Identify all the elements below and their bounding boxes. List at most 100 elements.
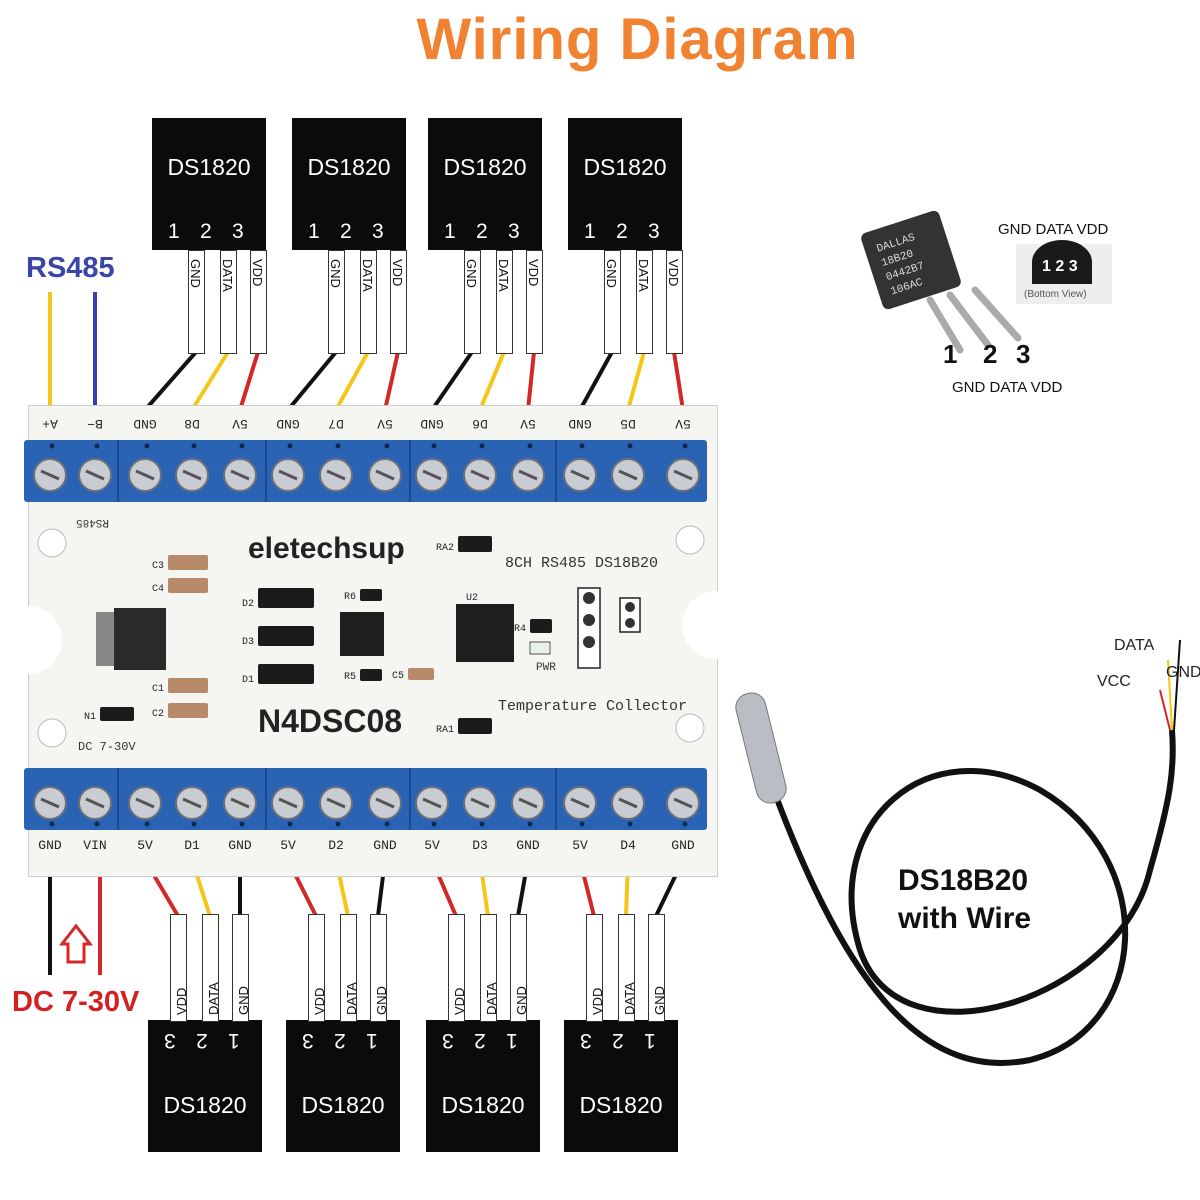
- screw-slot-bottom-13: [673, 797, 693, 809]
- to92-pin-1: 1: [943, 339, 958, 369]
- sensor-pin-number: 3: [232, 220, 244, 243]
- bottom-terminal-label-8: 5V: [424, 838, 440, 853]
- sensor-pin-number: 1: [644, 1029, 656, 1052]
- terminal-hole-bottom-4: [239, 821, 245, 827]
- to92-pin-2: 2: [983, 339, 998, 369]
- diagram-title: Wiring Diagram: [416, 7, 859, 72]
- screw-slot-top-11: [570, 469, 590, 481]
- bottom-terminal-label-4: GND: [228, 838, 252, 853]
- bottom-terminal-label-3: D1: [184, 838, 200, 853]
- lead-label: GND: [652, 986, 667, 1015]
- component-r5: [360, 669, 382, 681]
- lead-label: DATA: [622, 982, 637, 1015]
- top-lead-2-2: VDD: [526, 250, 543, 354]
- terminal-hole-bottom-5: [287, 821, 293, 827]
- top-wire-1-1: [334, 351, 370, 411]
- top-lead-0-2: VDD: [250, 250, 267, 354]
- terminal-hole-bottom-1: [94, 821, 100, 827]
- component-n1: [100, 707, 134, 721]
- top-wire-2-1: [478, 351, 506, 411]
- board-notch-left: [0, 606, 62, 674]
- lead-label: GND: [236, 986, 251, 1015]
- sensor-pin-number: 3: [372, 220, 384, 243]
- pin-header-m0: [577, 587, 601, 669]
- top-wire-1-0: [286, 350, 338, 412]
- top-lead-1-0: GND: [328, 250, 345, 354]
- sensor-pin-number: 1: [366, 1029, 378, 1052]
- screw-slot-top-1: [85, 469, 105, 481]
- bottom-lead-2-1: DATA: [480, 914, 499, 1022]
- component-c2: [168, 703, 208, 718]
- lead-label: DATA: [344, 982, 359, 1015]
- terminal-hole-top-10: [527, 443, 533, 449]
- mounting-hole-br: [675, 713, 705, 743]
- lead-label: GND: [514, 986, 529, 1015]
- screw-slot-top-3: [182, 469, 202, 481]
- terminal-hole-top-9: [479, 443, 485, 449]
- probe-label: DS18B20 with Wire: [898, 862, 1031, 938]
- component-c5: [408, 668, 434, 680]
- bottom-terminal-label-7: GND: [373, 838, 397, 853]
- lead-label: VDD: [590, 987, 605, 1015]
- power-silk: DC 7-30V: [78, 740, 136, 754]
- screw-slot-bottom-1: [85, 797, 105, 809]
- lead-label: DATA: [220, 259, 235, 292]
- bottom-terminal-label-9: D3: [472, 838, 488, 853]
- sensor-pin-number: 2: [340, 220, 352, 243]
- lead-label: GND: [374, 986, 389, 1015]
- pin-header-pin-2: [583, 636, 595, 648]
- top-terminal-label-4: 5V: [232, 416, 248, 431]
- screw-slot-bottom-0: [40, 797, 60, 809]
- lead-label: DATA: [484, 982, 499, 1015]
- pin-header-res: [619, 597, 641, 633]
- screw-slot-top-8: [422, 469, 442, 481]
- top-terminal-label-13: 5V: [675, 416, 691, 431]
- sensor-pin-number: 1: [308, 220, 320, 243]
- board-notch-right: [682, 591, 750, 659]
- sensor-pin-number: 3: [508, 220, 520, 243]
- component-label-c5: C5: [392, 671, 404, 682]
- probe-steel-tube: [735, 692, 787, 804]
- mounting-hole-bl: [37, 718, 67, 748]
- sensor-name: DS1820: [441, 1092, 525, 1118]
- bottom-lead-3-2: GND: [648, 914, 667, 1022]
- terminal-hole-top-1: [94, 443, 100, 449]
- top-lead-1-2: VDD: [390, 250, 407, 354]
- terminal-hole-top-11: [579, 443, 585, 449]
- terminal-hole-top-4: [239, 443, 245, 449]
- component-d2: [258, 588, 314, 608]
- top-lead-3-1: DATA: [636, 250, 653, 354]
- component-label-c4: C4: [152, 584, 164, 595]
- terminal-block-top: [24, 440, 707, 502]
- sensor-name: DS1820: [301, 1092, 385, 1118]
- terminal-hole-bottom-8: [431, 821, 437, 827]
- mounting-hole-tl: [37, 528, 67, 558]
- bottom-lead-3-1: DATA: [618, 914, 637, 1022]
- terminal-hole-top-12: [627, 443, 633, 449]
- terminal-hole-top-5: [287, 443, 293, 449]
- top-terminal-label-8: GND: [420, 416, 444, 431]
- probe-label-line2: with Wire: [898, 902, 1032, 935]
- component-label-r4: R4: [514, 624, 526, 635]
- lead-label: GND: [328, 259, 343, 288]
- sensor-name: DS1820: [583, 154, 667, 180]
- screw-slot-top-13: [673, 469, 693, 481]
- rs485-label: RS485: [26, 252, 115, 284]
- terminal-hole-top-7: [384, 443, 390, 449]
- screw-slot-top-5: [278, 469, 298, 481]
- top-terminal-label-9: D6: [472, 416, 488, 431]
- component-label-d3: D3: [242, 637, 254, 648]
- bottom-terminal-label-5: 5V: [280, 838, 296, 853]
- bottom-terminal-label-10: GND: [516, 838, 540, 853]
- screw-slot-top-6: [326, 469, 346, 481]
- terminal-hole-top-6: [335, 443, 341, 449]
- screw-slot-top-12: [618, 469, 638, 481]
- lead-label: VDD: [312, 987, 327, 1015]
- bottom-terminal-label-6: D2: [328, 838, 344, 853]
- bottom-lead-1-2: GND: [370, 914, 389, 1022]
- terminal-hole-bottom-2: [144, 821, 150, 827]
